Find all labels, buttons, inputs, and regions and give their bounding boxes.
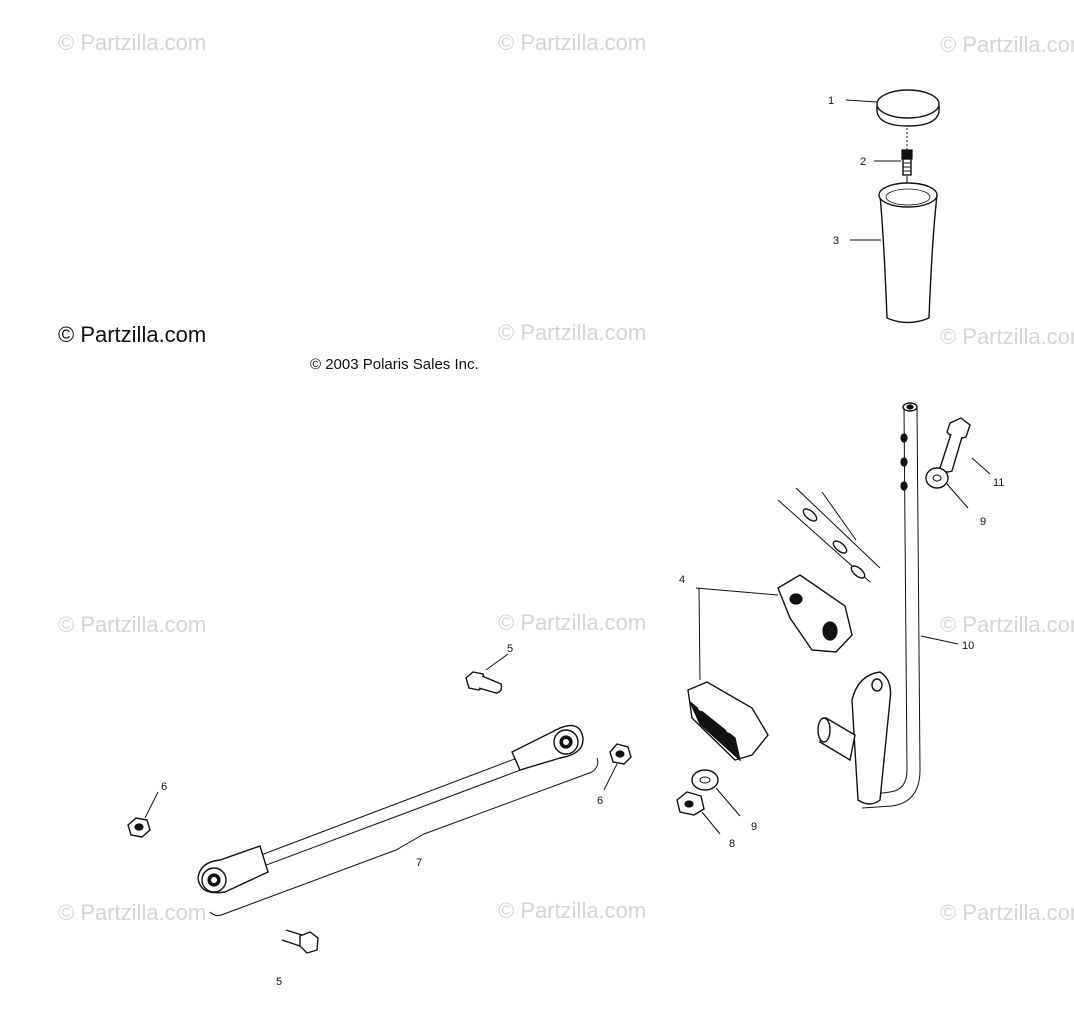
callout-5-upper: 5 xyxy=(507,643,513,655)
part-10-shift-lever xyxy=(817,402,959,809)
part-6-nut-center xyxy=(603,743,632,791)
callout-6-left: 6 xyxy=(161,781,167,793)
part-4-bracket xyxy=(687,574,853,762)
watermark: © Partzilla.com xyxy=(58,900,207,925)
part-1-cap xyxy=(845,89,940,127)
part-3-knob xyxy=(850,182,938,324)
watermark: © Partzilla.com xyxy=(498,320,647,345)
callout-10: 10 xyxy=(962,640,974,652)
part-8-nut xyxy=(676,791,721,835)
callout-5-lower: 5 xyxy=(276,976,282,988)
callout-2: 2 xyxy=(860,156,866,168)
callout-9-lower: 9 xyxy=(751,821,757,833)
part-6-nut-left xyxy=(127,791,159,838)
partzilla-watermark: © Partzilla.com xyxy=(58,322,207,347)
callout-6-center: 6 xyxy=(597,795,603,807)
part-9-washer-upper xyxy=(925,467,969,509)
part-9-washer-lower xyxy=(691,769,741,817)
part-5-bolt-lower xyxy=(281,929,319,954)
watermark: © Partzilla.com xyxy=(58,612,207,637)
watermark: © Partzilla.com xyxy=(940,612,1074,637)
callout-7: 7 xyxy=(416,857,422,869)
copyright-notice: © 2003 Polaris Sales Inc. xyxy=(310,356,479,373)
callout-1: 1 xyxy=(828,95,834,107)
watermark: © Partzilla.com xyxy=(498,610,647,635)
part-5-bolt-upper xyxy=(465,653,509,694)
callout-11: 11 xyxy=(993,477,1004,489)
watermark: © Partzilla.com xyxy=(940,324,1074,349)
callout-4: 4 xyxy=(679,574,685,586)
watermark: © Partzilla.com xyxy=(940,900,1074,925)
watermark: © Partzilla.com xyxy=(940,32,1074,57)
callout-3: 3 xyxy=(833,235,839,247)
part-7-tie-rod xyxy=(197,724,599,917)
frame-fragment xyxy=(777,487,881,583)
callout-9-upper: 9 xyxy=(980,516,986,528)
watermark: © Partzilla.com xyxy=(58,30,207,55)
watermark: © Partzilla.com xyxy=(498,898,647,923)
part-11-bolt xyxy=(939,417,991,475)
callout-8: 8 xyxy=(729,838,735,850)
watermark: © Partzilla.com xyxy=(498,30,647,55)
